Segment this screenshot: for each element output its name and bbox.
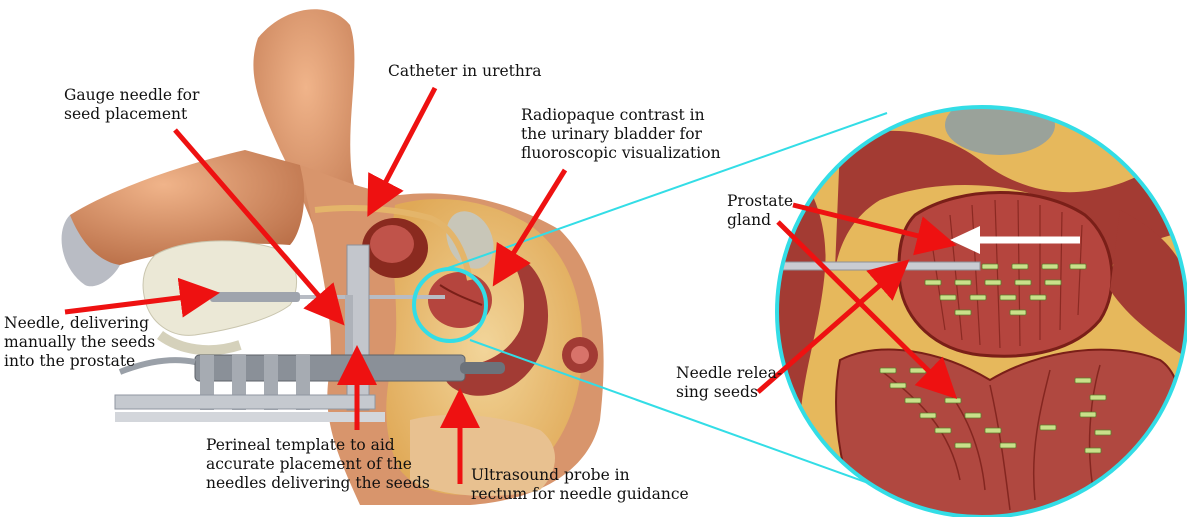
label-catheter: Catheter in urethra (388, 62, 542, 81)
label-contrast: Radiopaque contrast in the urinary bladd… (521, 106, 721, 163)
label-ultrasound-probe: Ultrasound probe in rectum for needle gu… (471, 466, 689, 504)
label-perineal-template: Perineal template to aid accurate placem… (206, 436, 430, 493)
label-needle-releasing: Needle relea- sing seeds (676, 364, 782, 402)
label-gauge-needle: Gauge needle for seed placement (64, 86, 199, 124)
label-needle-delivering: Needle, delivering manually the seeds in… (4, 314, 155, 371)
label-prostate-gland: Prostate gland (727, 192, 793, 230)
